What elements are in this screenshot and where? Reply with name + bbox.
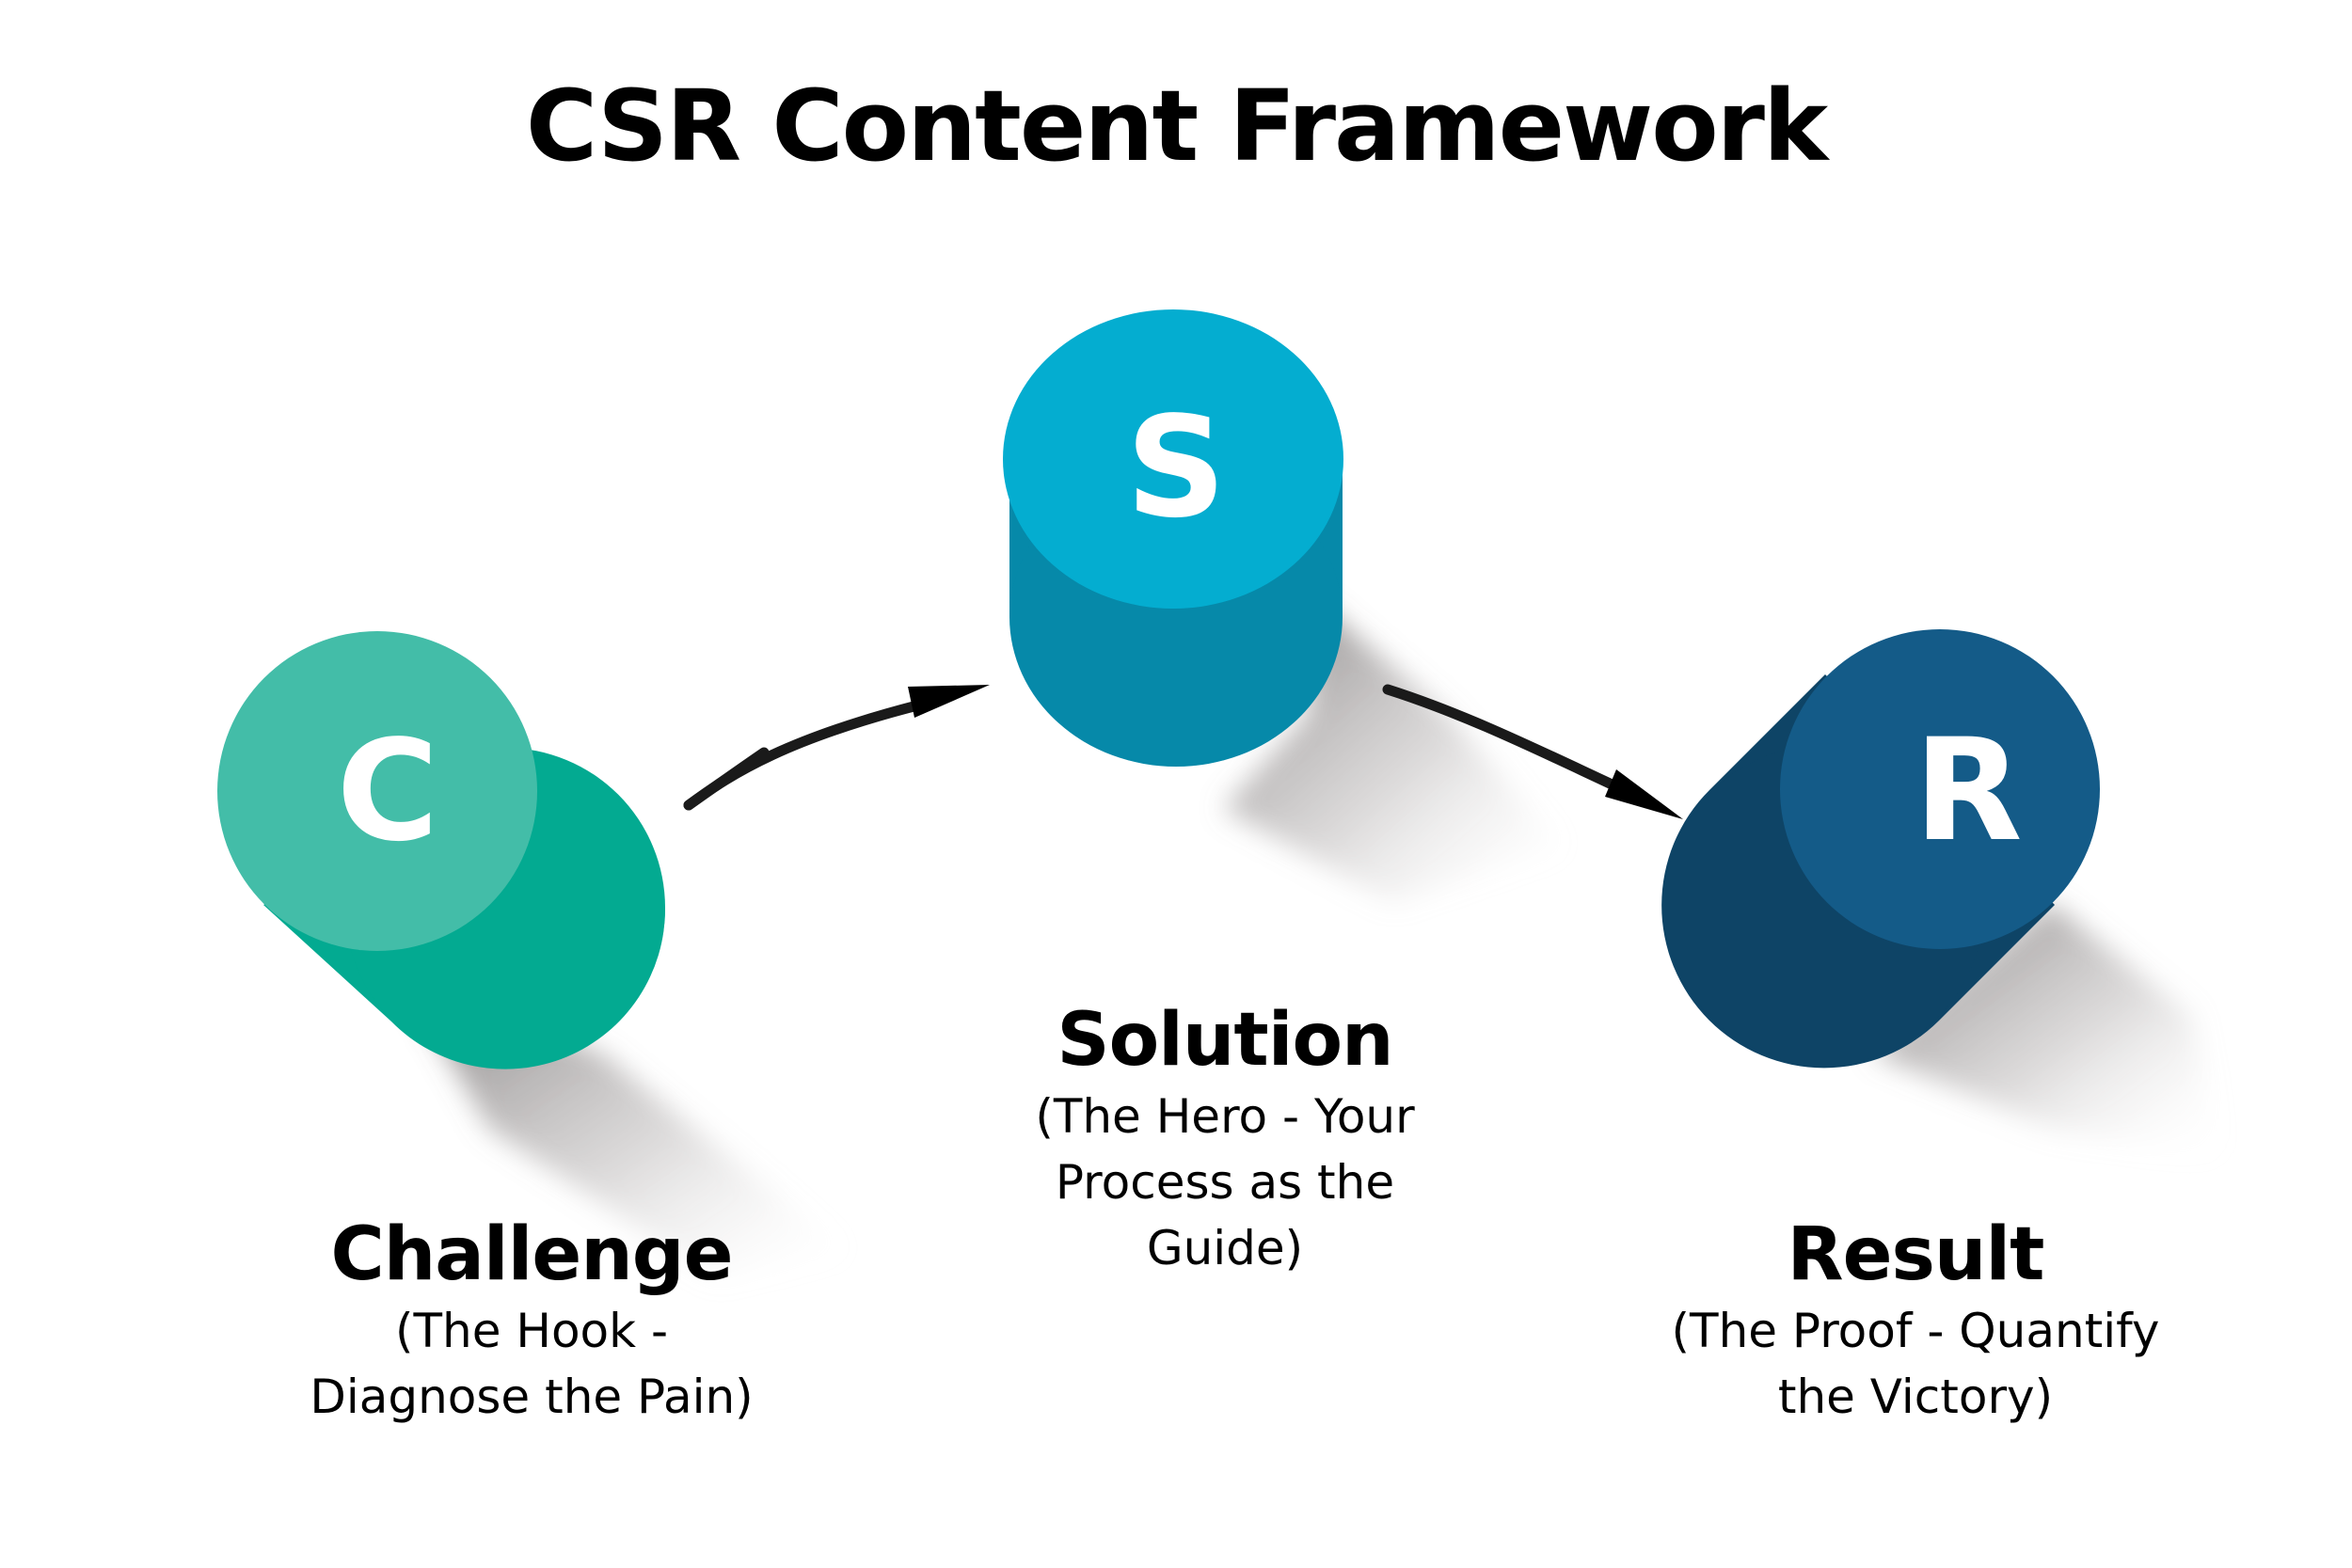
step-name: Solution [1057, 998, 1393, 1083]
arrowhead-icon [908, 685, 990, 718]
arrowhead-icon [1605, 769, 1683, 819]
letter-s: S [1126, 387, 1227, 548]
cylinder-cap-result [1780, 629, 2100, 949]
step-desc-line: Diagnose the Pain) [310, 1369, 754, 1424]
curved-arrow-shaft [683, 700, 923, 811]
step-desc-line: Guide) [1146, 1220, 1304, 1275]
shadow-solution [1223, 602, 1562, 903]
cylinder-result: R [1661, 629, 2100, 1069]
step-desc-line: (The Proof - Quantify [1671, 1303, 2160, 1358]
shadow-result [1872, 903, 2220, 1157]
step-label-challenge: Challenge (The Hook - Diagnose the Pain) [202, 1212, 861, 1430]
page-title: CSR Content Framework [525, 69, 1828, 183]
letter-c: C [337, 710, 439, 872]
step-desc-line: (The Hero - Your [1035, 1088, 1415, 1144]
cylinder-cap-challenge [217, 631, 537, 951]
cylinder-solution: S [1003, 309, 1343, 767]
arrow-challenge-to-solution [683, 685, 990, 811]
letter-r: R [1914, 709, 2023, 873]
curved-arrow-down-right-icon [1382, 684, 1626, 794]
step-desc-line: the Victory) [1777, 1369, 2054, 1424]
cylinder-cap-solution [1003, 309, 1343, 609]
cylinder-challenge: C [217, 631, 666, 1069]
step-desc-line: (The Hook - [394, 1303, 669, 1358]
step-label-solution: Solution (The Hero - Your Process as the… [896, 998, 1554, 1281]
step-label-result: Result (The Proof - Quantify the Victory… [1586, 1212, 2245, 1430]
step-name: Challenge [330, 1212, 733, 1297]
step-name: Result [1787, 1212, 2045, 1297]
step-desc-line: Process as the [1055, 1154, 1395, 1210]
arrow-solution-to-result [1382, 684, 1683, 819]
